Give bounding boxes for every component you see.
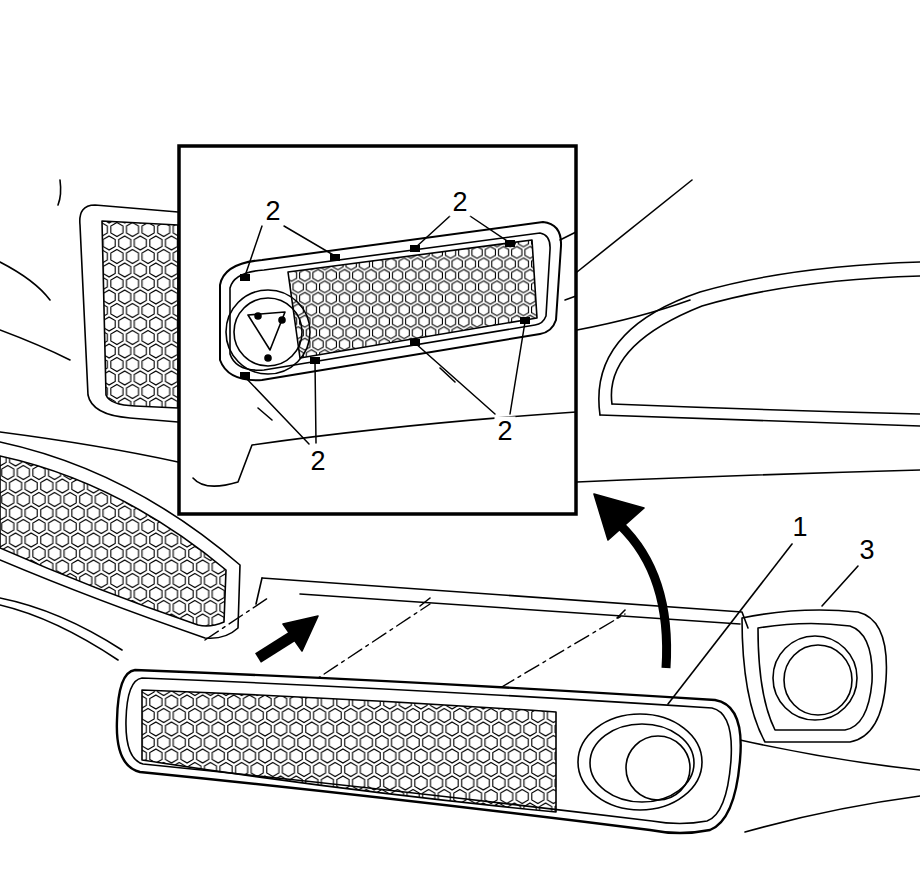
callout-number: 2 xyxy=(307,447,328,476)
callout-number: 1 xyxy=(789,513,810,542)
callout-number: 2 xyxy=(449,188,470,217)
callout-number: 2 xyxy=(262,197,283,226)
callout-number: 2 xyxy=(494,417,515,446)
callout-number: 3 xyxy=(856,536,877,565)
